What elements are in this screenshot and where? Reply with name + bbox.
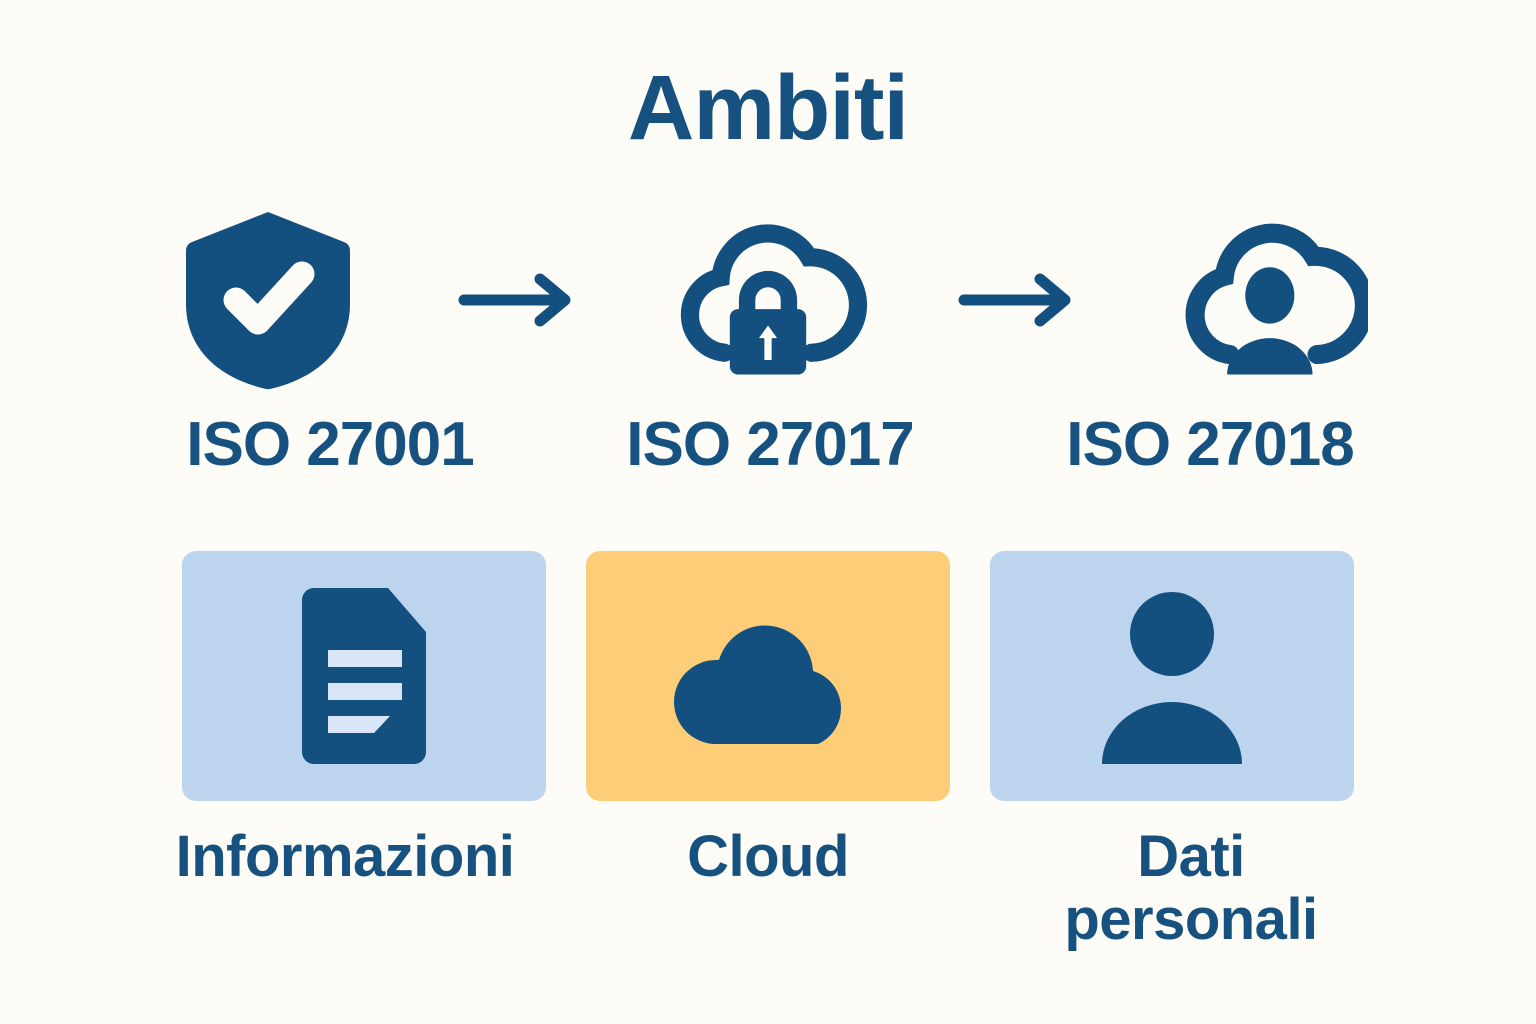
cloud-lock-icon bbox=[668, 200, 868, 400]
scope-cards-row bbox=[182, 551, 1354, 801]
scope-label-informazioni: Informazioni bbox=[175, 824, 515, 889]
standard-label-iso27018: ISO 27018 bbox=[1066, 410, 1354, 479]
shield-check-icon bbox=[168, 200, 368, 400]
scope-label-dati-personali-line1: Dati bbox=[1137, 824, 1245, 889]
scope-label-dati-personali-line2: personali bbox=[1064, 886, 1318, 952]
arrow-right-icon-1 bbox=[433, 260, 603, 340]
scope-label-cloud: Cloud bbox=[687, 824, 849, 889]
shield-check-icon-svg bbox=[185, 211, 350, 389]
arrow-right-icon-2-svg bbox=[958, 273, 1071, 327]
standards-flow-row bbox=[168, 200, 1368, 400]
document-icon bbox=[302, 588, 426, 764]
scope-label-dati-personali: Dati personali bbox=[981, 824, 1401, 952]
cloud-person-icon-svg bbox=[1185, 223, 1368, 375]
standard-label-iso27017: ISO 27017 bbox=[626, 410, 914, 479]
scope-card-cloud[interactable] bbox=[586, 551, 950, 801]
arrow-right-icon-2 bbox=[933, 260, 1103, 340]
cloud-person-icon bbox=[1168, 200, 1368, 400]
cloud-lock-icon-svg bbox=[680, 224, 868, 375]
scope-labels-row: Informazioni Cloud Dati personali bbox=[135, 824, 1401, 952]
standard-label-iso27001: ISO 27001 bbox=[186, 410, 474, 479]
cloud-icon bbox=[674, 625, 842, 744]
arrow-right-icon-1-svg bbox=[458, 273, 571, 327]
person-icon bbox=[1102, 592, 1242, 764]
scope-card-dati-personali[interactable] bbox=[990, 551, 1354, 801]
standard-labels-row: ISO 27001 ISO 27017 ISO 27018 bbox=[120, 412, 1420, 477]
scope-card-informazioni[interactable] bbox=[182, 551, 546, 801]
page-title: Ambiti bbox=[627, 57, 909, 159]
